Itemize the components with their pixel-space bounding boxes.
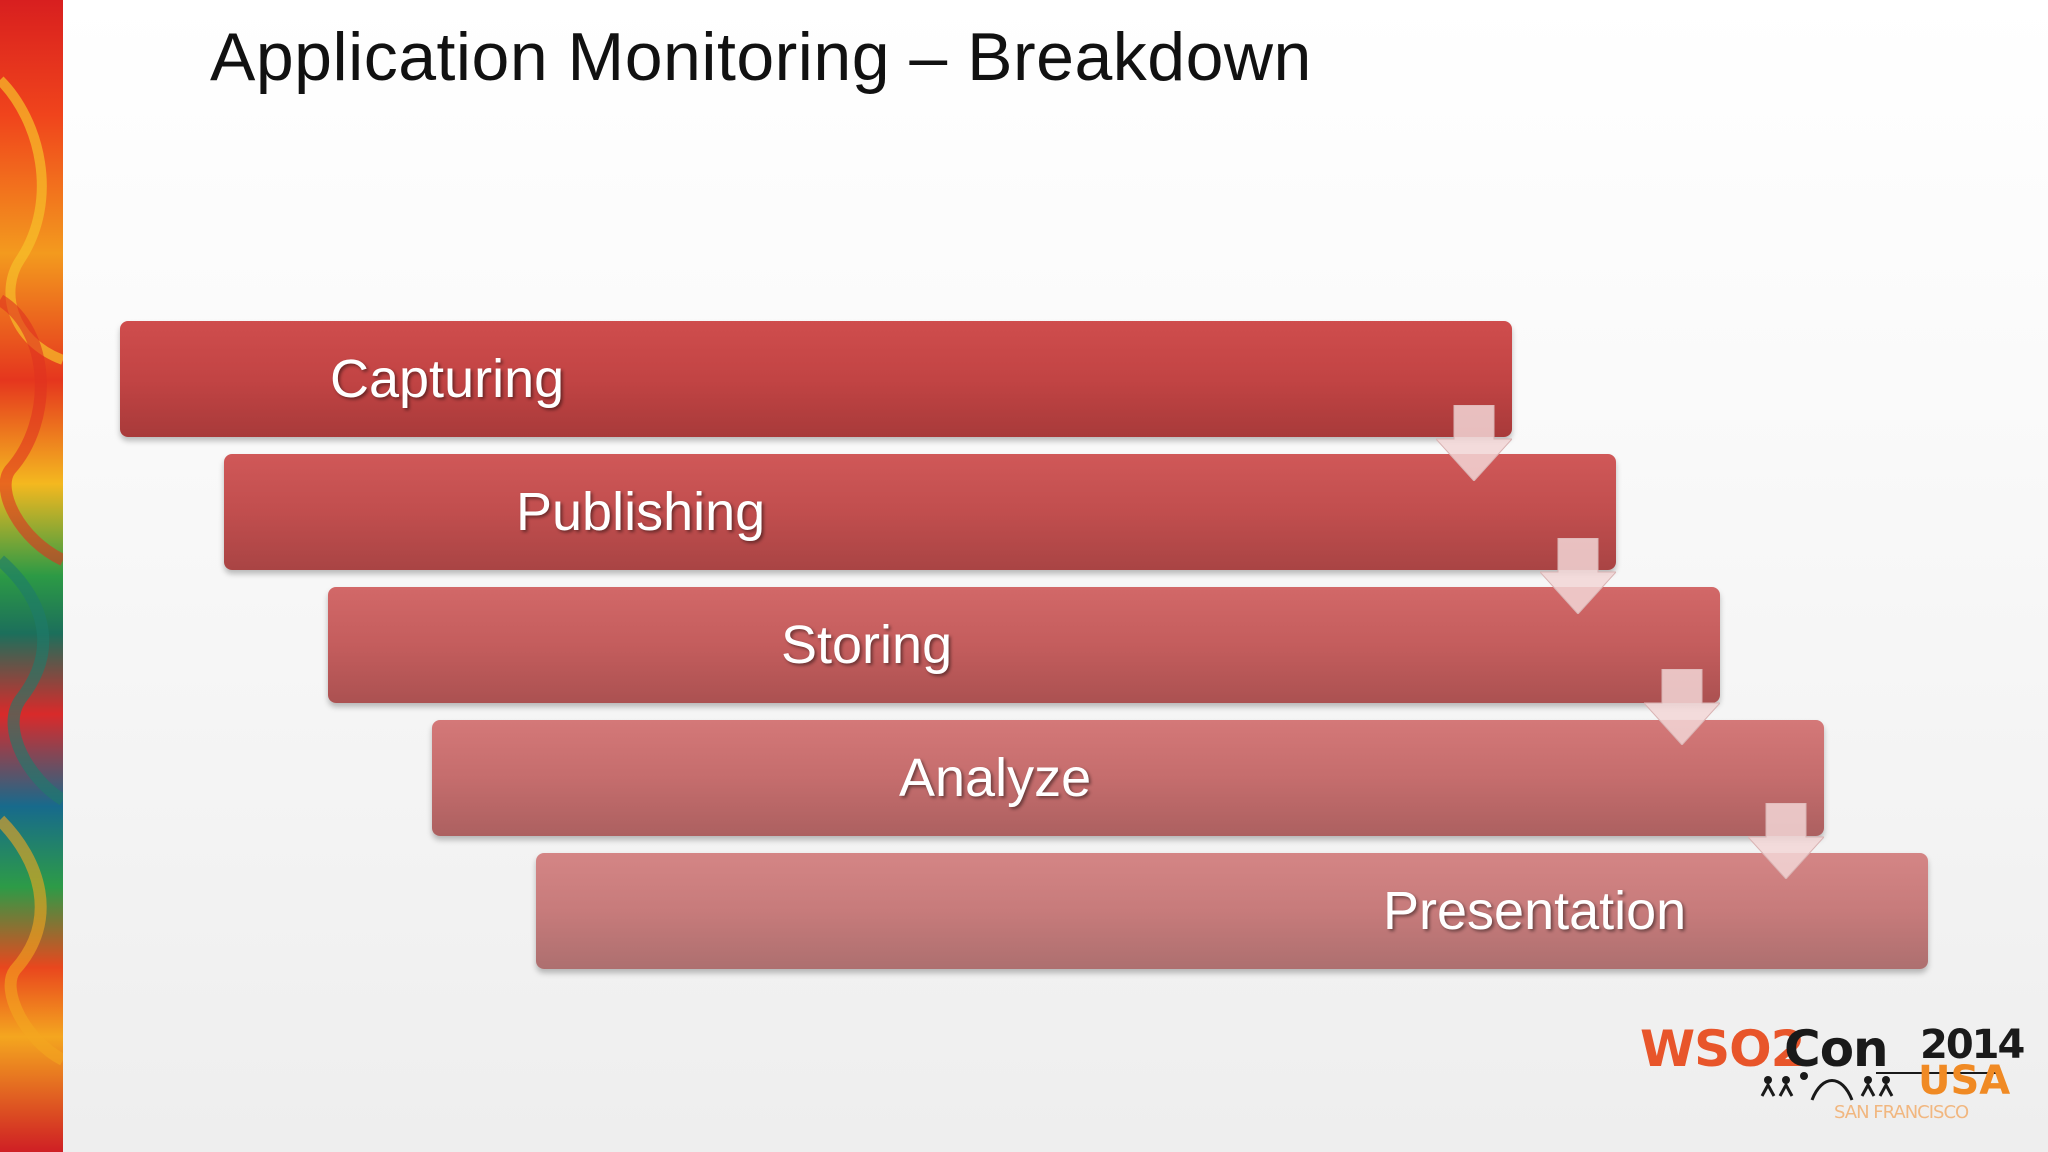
step-label: Capturing [330, 349, 565, 409]
step-label: Publishing [516, 482, 766, 542]
logo-suffix: Con [1784, 1020, 1889, 1078]
logo-country: USA [1918, 1058, 2011, 1104]
down-arrow-icon [1540, 538, 1616, 614]
logo-city: SAN FRANCISCO [1834, 1102, 1969, 1123]
side-art-swirls [0, 76, 63, 1066]
logo-divider [1876, 1072, 1996, 1074]
people-icon [1760, 1072, 1894, 1101]
step-label: Presentation [1383, 881, 1687, 941]
step-analyze: Analyze [432, 720, 1824, 836]
step-capturing: Capturing [120, 321, 1512, 437]
down-arrow-icon [1748, 803, 1824, 879]
logo-brand: WSO2 [1640, 1020, 1805, 1078]
step-publishing: Publishing [224, 454, 1616, 570]
wso2con-logo: WSO2 Con 2014 USA SAN FRANCISCO [1640, 1020, 2025, 1130]
step-label: Storing [781, 615, 953, 675]
down-arrow-icon [1644, 669, 1720, 745]
step-label: Analyze [899, 748, 1092, 808]
decorative-side-art [0, 0, 63, 1152]
step-storing: Storing [328, 587, 1720, 703]
slide-title: Application Monitoring – Breakdown [210, 19, 1312, 95]
step-presentation: Presentation [536, 853, 1928, 969]
logo-year: 2014 [1920, 1022, 2025, 1068]
down-arrow-icon [1436, 405, 1512, 481]
